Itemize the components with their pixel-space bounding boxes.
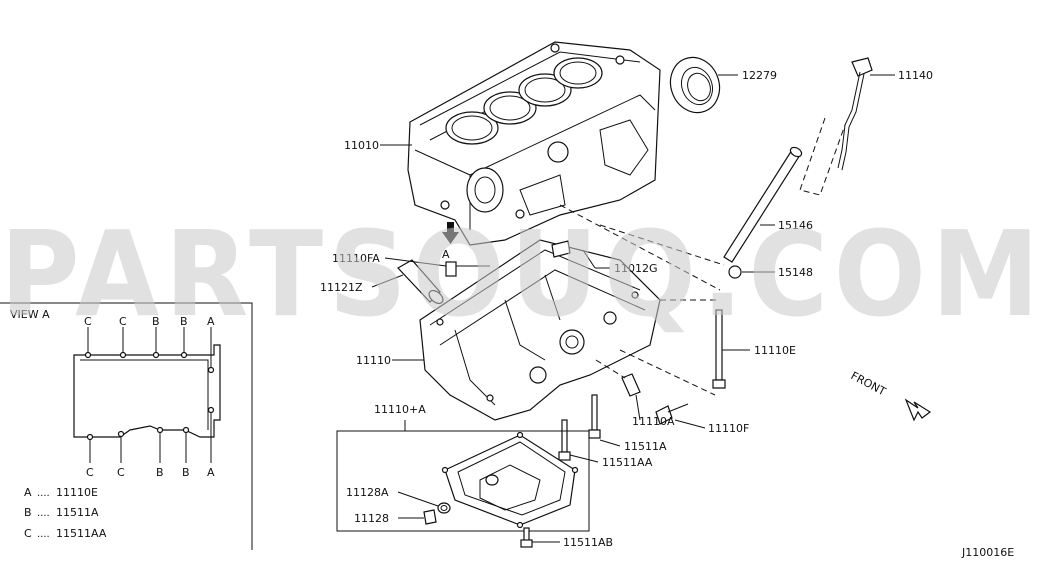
view-a-bottom-letter: C	[86, 466, 94, 479]
bolt-11110f-drawing	[655, 403, 689, 425]
part-label-11110fa[interactable]: 11110FA	[332, 252, 380, 265]
legend-separator: ....	[37, 508, 50, 519]
part-label-11511ab[interactable]: 11511AB	[563, 536, 613, 549]
part-label-11110a[interactable]: 11110A	[632, 415, 675, 428]
part-label-11511a[interactable]: 11511A	[624, 440, 667, 453]
plug-11110a-drawing	[621, 373, 641, 397]
part-label-11121z[interactable]: 11121Z	[320, 281, 363, 294]
view-a-top-letter: B	[152, 315, 160, 328]
legend-key: B	[24, 506, 32, 519]
oil-pan-drawing	[441, 431, 579, 529]
legend-separator: ....	[37, 488, 50, 499]
part-label-11012g[interactable]: 11012G	[614, 262, 658, 275]
view-a-arrow	[442, 222, 459, 244]
view-a-title: VIEW A	[10, 308, 50, 321]
bolt-11511ab-drawing	[520, 527, 533, 548]
oil-pan-assembly-box	[336, 430, 590, 532]
part-label-11140[interactable]: 11140	[898, 69, 933, 82]
strainer-drawing	[397, 259, 444, 305]
legend-separator: ....	[37, 529, 50, 540]
legend-value: 11110E	[56, 486, 98, 499]
view-a-bottom-letter: C	[117, 466, 125, 479]
bolt-11511a-drawing	[588, 394, 601, 439]
oil-level-gauge-drawing	[837, 57, 873, 171]
part-label-11110e[interactable]: 11110E	[754, 344, 796, 357]
legend-key: C	[24, 527, 32, 540]
part-label-12279[interactable]: 12279	[742, 69, 777, 82]
watermark: PARTSOUQ.COM	[0, 205, 1045, 343]
part-label-11128a[interactable]: 11128A	[346, 486, 389, 499]
bolt-11110e-drawing	[712, 309, 726, 389]
front-label: FRONT	[849, 369, 889, 398]
view-a-top-letter: A	[207, 315, 215, 328]
bolt-11511aa-drawing	[558, 419, 571, 461]
part-label-11110f[interactable]: 11110F	[708, 422, 749, 435]
legend-key: A	[24, 486, 32, 499]
view-a-bottom-letter: B	[182, 466, 190, 479]
view-a-top-letter: C	[84, 315, 92, 328]
view-a-bottom-letter: A	[207, 466, 215, 479]
rear-oil-seal-drawing	[669, 56, 721, 114]
part-label-11110[interactable]: 11110	[356, 354, 391, 367]
part-label-11110-plus-a[interactable]: 11110+A	[374, 403, 426, 416]
view-a-top-letter: C	[119, 315, 127, 328]
legend-value: 11511AA	[56, 527, 107, 540]
part-label-11511aa[interactable]: 11511AA	[602, 456, 653, 469]
part-label-11010[interactable]: 11010	[344, 139, 379, 152]
part-label-11128[interactable]: 11128	[354, 512, 389, 525]
view-a-top-letter: B	[180, 315, 188, 328]
drain-washer-drawing	[437, 502, 451, 514]
view-a-bottom-letter: B	[156, 466, 164, 479]
oil-gauge-guide-drawing	[723, 146, 803, 279]
cylinder-block-drawing	[407, 41, 661, 246]
bolt-11110fa-drawing	[445, 261, 490, 277]
diagram-code: J110016E	[961, 546, 1014, 559]
legend-value: 11511A	[56, 506, 99, 519]
front-direction-arrow	[904, 398, 932, 422]
lower-cylinder-block-drawing	[419, 239, 661, 421]
view-arrow-label: A	[442, 248, 450, 261]
part-label-15148[interactable]: 15148	[778, 266, 813, 279]
view-a-panel	[0, 302, 253, 550]
part-label-15146[interactable]: 15146	[778, 219, 813, 232]
drain-plug-drawing	[423, 509, 437, 525]
